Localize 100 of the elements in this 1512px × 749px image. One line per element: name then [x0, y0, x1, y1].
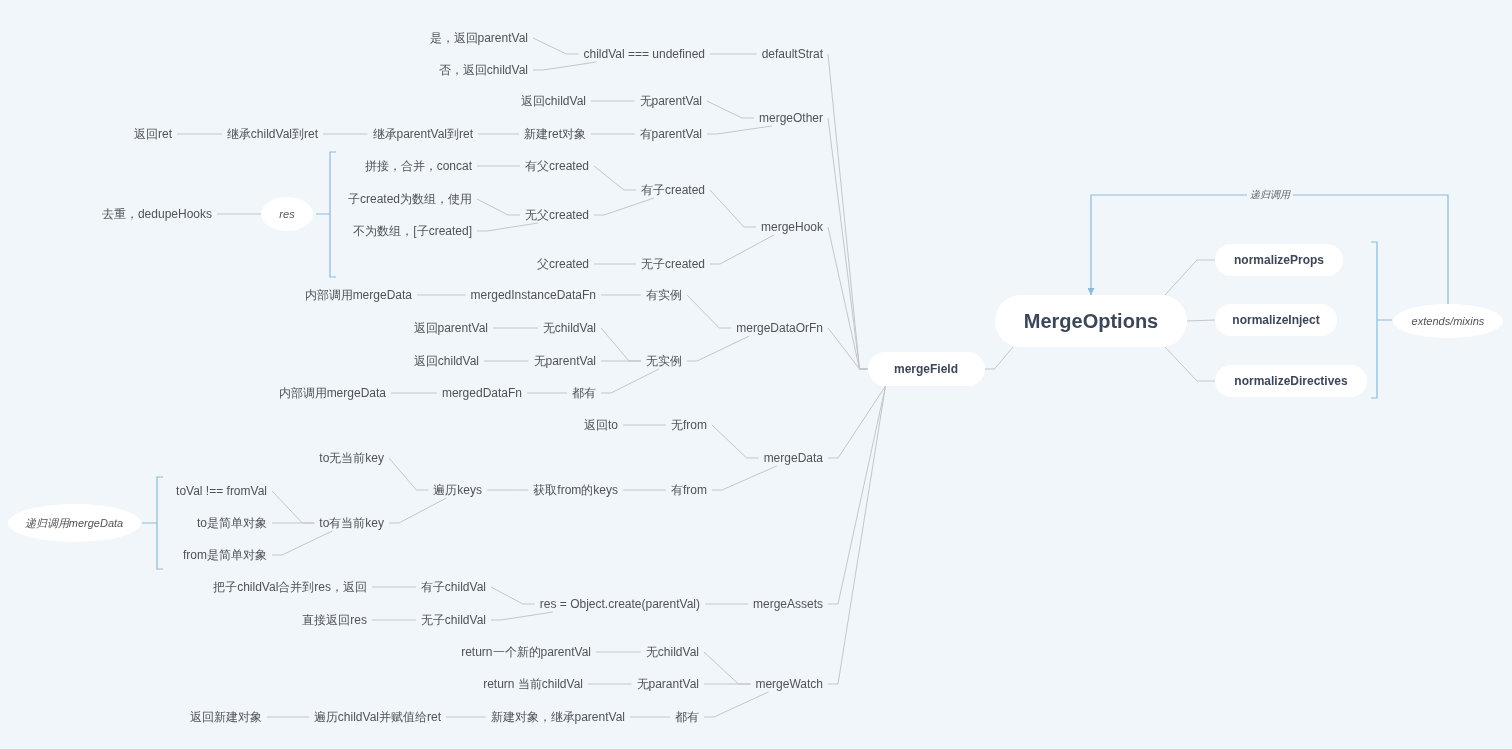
branch-line: [593, 197, 655, 216]
topic-label: 无子created: [635, 256, 710, 272]
topic-label: 有子created: [635, 182, 710, 198]
topic-label: 遍历keys: [428, 482, 487, 498]
topic-label: mergedDataFn: [436, 385, 527, 401]
topic-bubble: extends/mixins: [1393, 304, 1503, 338]
topic-label: 无子childVal: [415, 612, 491, 628]
branch-line: [711, 465, 778, 491]
branch-line: [703, 683, 751, 685]
topic-label: 拼接，合并，concat: [359, 158, 477, 174]
branch-line: [827, 385, 886, 459]
branch-line: [593, 165, 637, 191]
topic-label: 内部调用mergeData: [273, 385, 391, 401]
topic-label: 不为数组，[子created]: [348, 223, 477, 239]
topic-label: 返回childVal: [408, 353, 484, 369]
topic-label: mergeData: [758, 450, 828, 466]
topic-label: 有实例: [641, 287, 687, 303]
topic-label: 无childVal: [640, 644, 704, 660]
topic-label: 无parentVal: [634, 93, 707, 109]
branch-line: [476, 198, 521, 216]
topic-label: 新建ret对象: [519, 126, 591, 142]
topic-label: 直接返回res: [297, 612, 372, 628]
topic-label: 新建对象，继承parentVal: [485, 709, 630, 725]
topic-label: 都有: [567, 385, 601, 401]
topic-label: 遍历childVal并赋值给ret: [308, 709, 446, 725]
branch-line: [476, 222, 539, 232]
branch-line: [1164, 259, 1216, 296]
topic-label: 否，返回childVal: [433, 62, 533, 78]
topic-label: 无parentVal: [528, 353, 601, 369]
topic-bubble: normalizeProps: [1215, 244, 1343, 276]
branch-line: [827, 385, 886, 685]
topic-label: 把子childVal合并到res，返回: [208, 579, 372, 595]
topic-label: mergeOther: [753, 110, 828, 126]
branch-line: [532, 37, 579, 55]
branch-line: [271, 522, 315, 524]
topic-label: mergedInstanceDataFn: [465, 287, 601, 303]
topic-label: 父created: [531, 256, 594, 272]
topic-label: 有parentVal: [634, 126, 707, 142]
central-topic: MergeOptions: [995, 295, 1187, 347]
topic-label: 都有: [670, 709, 704, 725]
topic-label: 无parantVal: [631, 676, 704, 692]
topic-label: from是简单对象: [178, 547, 272, 563]
topic-label: return 当前childVal: [478, 676, 588, 692]
branch-line: [706, 125, 773, 135]
topic-label: to是简单对象: [192, 515, 272, 531]
branch-line: [490, 586, 536, 605]
topic-label: to无当前key: [314, 450, 389, 466]
topic-label: 获取from的keys: [528, 482, 623, 498]
topic-label: 继承childVal到ret: [221, 126, 323, 142]
branch-line: [827, 327, 868, 370]
topic-label: to有当前key: [314, 515, 389, 531]
topic-label: 无from: [666, 417, 712, 433]
branch-line: [686, 335, 750, 362]
branch-line: [711, 424, 760, 459]
branch-line: [686, 294, 732, 329]
topic-label: 返回to: [579, 417, 623, 433]
topic-label: 有from: [666, 482, 712, 498]
topic-label: mergeHook: [755, 219, 828, 235]
topic-label: 子created为数组，使用: [342, 191, 477, 207]
branch-line: [1186, 319, 1216, 322]
branch-line: [388, 457, 429, 491]
topic-label: res = Object.create(parentVal): [534, 596, 705, 612]
topic-label: 返回新建对象: [185, 709, 267, 725]
branch-line: [709, 234, 775, 265]
topic-bubble: normalizeInject: [1215, 304, 1337, 336]
topic-bubble: mergeField: [867, 352, 985, 386]
topic-bubble: res: [261, 197, 313, 231]
branch-line: [709, 189, 757, 228]
topic-label: toVal !== fromVal: [171, 483, 272, 499]
topic-label: 无父created: [519, 207, 594, 223]
branch-line: [271, 530, 333, 556]
arrow: [1087, 194, 1449, 305]
topic-label: 无实例: [641, 353, 687, 369]
topic-label: 有父created: [519, 158, 594, 174]
branch-line: [490, 611, 554, 621]
topic-label: defaultStrat: [756, 46, 828, 62]
branch-line: [1164, 346, 1216, 382]
branch-line: [600, 368, 660, 394]
topic-label: mergeAssets: [747, 596, 828, 612]
topic-label: return一个新的parentVal: [456, 644, 596, 660]
topic-label: 去重，dedupeHooks: [96, 206, 217, 222]
topic-label: 有子childVal: [415, 579, 491, 595]
branch-line: [703, 691, 769, 718]
topic-label: 返回parentVal: [408, 320, 493, 336]
branch-line: [600, 360, 642, 362]
topic-bubble: normalizeDirectives: [1215, 365, 1367, 397]
topic-label: 返回ret: [129, 126, 177, 142]
topic-label: 返回childVal: [515, 93, 591, 109]
topic-label: 继承parentVal到ret: [367, 126, 478, 142]
branch-line: [984, 346, 1014, 370]
topic-bubble: 递归调用mergeData: [7, 504, 141, 542]
branch-line: [388, 497, 447, 524]
topic-label: 内部调用mergeData: [299, 287, 417, 303]
topic-label: mergeWatch: [750, 676, 828, 692]
topic-label: mergeDataOrFn: [731, 320, 828, 336]
topic-label: 是，返回parentVal: [424, 30, 533, 46]
branch-line: [706, 100, 755, 119]
topic-label: 无childVal: [537, 320, 601, 336]
branch-line: [532, 61, 597, 71]
topic-label: childVal === undefined: [578, 46, 710, 62]
